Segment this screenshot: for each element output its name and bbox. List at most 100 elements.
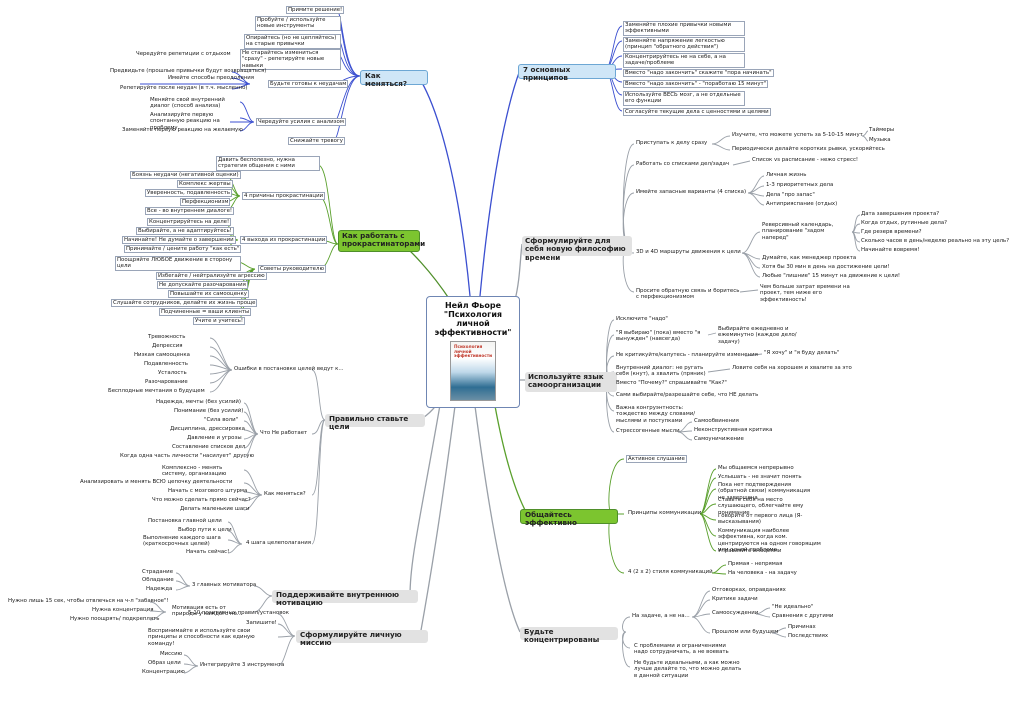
node-e3[interactable]: Низкая самооценка — [134, 352, 190, 358]
node-three-motivators[interactable]: 3 главных мотиватора — [192, 582, 257, 588]
node-m3[interactable]: Надежда — [146, 586, 173, 592]
node-no-rush[interactable]: Не старайтесь измениться "сразу" - репет… — [240, 49, 341, 70]
node-ready-fail[interactable]: Будьте готовы к неудачам — [268, 80, 349, 89]
node-analysis[interactable]: Чередуйте усилия с анализом — [256, 118, 346, 127]
node-reduce-anxiety[interactable]: Снижайте тревогу — [288, 137, 346, 146]
node-start-now[interactable]: Приступать к делу сразу — [636, 140, 708, 146]
node-k3b[interactable]: Сравнения с другими — [772, 613, 834, 619]
node-half-hour[interactable]: Хотя бы 30 мин в день на достижение цели… — [762, 264, 890, 270]
node-q3[interactable]: Нужно поощрять/ подкреплять — [70, 616, 160, 622]
node-styles[interactable]: 4 (2 x 2) стиля коммуникаций — [628, 569, 713, 575]
node-more-time[interactable]: Чем больше затрат времени на проект, тем… — [760, 284, 850, 303]
node-fear-fail[interactable]: Боязнь неудачи (негативной оценки) — [130, 171, 241, 180]
node-catch-good[interactable]: Ловите себя на хорошем и хвалите за это — [732, 365, 852, 371]
node-q1[interactable]: Нужно лишь 15 сек, чтобы отвлечься на ч-… — [8, 598, 169, 604]
node-h1[interactable]: Комплексно - менять систему, организацию — [162, 465, 227, 478]
node-accept[interactable]: Принимайте / цените работу "как есть" — [124, 245, 242, 254]
node-perfect[interactable]: Перфекционизм — [180, 198, 231, 207]
node-match[interactable]: Слушайте сотрудников, делайте их жизнь п… — [111, 299, 258, 308]
node-reverse[interactable]: Реверсивный календарь, планирование "зад… — [762, 222, 834, 241]
node-self-allow[interactable]: Сами выбирайте/разрешайте себе, что НЕ д… — [616, 392, 759, 398]
node-breaks[interactable]: Периодически делайте коротких рывки, уск… — [732, 146, 885, 152]
branch-how-to-change[interactable]: Как меняться? — [360, 70, 428, 88]
node-k4[interactable]: Прошлом или будущем — [712, 629, 779, 635]
node-manager[interactable]: Думайте, как менеджер проекта — [762, 255, 857, 261]
node-n4[interactable]: Дисциплина, дрессировка — [170, 426, 245, 432]
node-r4[interactable]: Сколько часов в день/неделю реально на э… — [861, 238, 1010, 244]
node-e1[interactable]: Тревожность — [148, 334, 186, 340]
node-n1[interactable]: Надежда, мечты (без усилий) — [156, 399, 241, 405]
node-congruent[interactable]: Важна конгруэнтность: тождество между сл… — [616, 405, 696, 424]
node-no-disappoint[interactable]: Не допускайте разочарования — [157, 281, 248, 290]
node-k4a[interactable]: Причинах — [788, 624, 816, 630]
node-h3[interactable]: Начать с мозгового штурма — [168, 488, 248, 494]
node-s1[interactable]: Постановка главной цели — [148, 518, 222, 524]
node-integrate[interactable]: Интегрируйте 3 инструмента — [200, 662, 285, 668]
node-problems[interactable]: С проблемами и ограничениями надо сотруд… — [634, 643, 729, 656]
node-rehearse-rest[interactable]: Чередуйте репетиции с отдыхом — [136, 51, 231, 57]
node-uncertain[interactable]: Уверенность, подавленность — [145, 189, 232, 198]
node-exits[interactable]: 4 выхода из прокрастинации — [240, 236, 328, 245]
node-no-criticize[interactable]: Не критикуйте/капутесь - планируйте изме… — [616, 352, 758, 358]
branch-goals[interactable]: Правильно ставьте цели — [325, 414, 425, 431]
node-b2[interactable]: 1-3 приоритетных дела — [766, 182, 834, 188]
node-e7[interactable]: Бесплодные мечтания о будущем — [108, 388, 205, 394]
node-s-critic[interactable]: Неконструктивная критика — [694, 427, 773, 433]
node-p7[interactable]: Согласуйте текущие дела с ценностями и ц… — [623, 108, 771, 117]
node-p6[interactable]: Используйте ВЕСЬ мозг, а не отдельные ег… — [623, 91, 745, 106]
node-vs[interactable]: Список vs расписание - нежо стресс! — [752, 157, 859, 163]
node-b3[interactable]: Дела "про запас" — [766, 192, 815, 198]
node-reasons[interactable]: 4 причины прокрастинации — [242, 192, 326, 201]
node-choose[interactable]: Выбирайте, а не адаптируйтесь! — [136, 227, 234, 236]
node-how-change[interactable]: Как меняться? — [264, 491, 306, 497]
node-subordinates[interactable]: Подчиненные = ваши клиенты — [159, 308, 252, 317]
node-k1[interactable]: Отговорках, оправданиях — [712, 587, 786, 593]
node-steps[interactable]: 4 шага целеполагания — [246, 540, 311, 546]
node-t3[interactable]: Концентрацию — [142, 669, 185, 675]
node-k3a[interactable]: "Не идеально" — [772, 604, 814, 610]
node-h5[interactable]: Делать маленькие шаги — [180, 506, 250, 512]
node-k3[interactable]: Самоосуждении — [712, 610, 759, 616]
node-s-humil[interactable]: Самоуничижение — [694, 436, 744, 442]
node-person-task[interactable]: На человека - на задачу — [728, 570, 797, 576]
node-choose-daily[interactable]: Выбирайте ежедневно и ежеминутно (каждое… — [718, 326, 797, 345]
node-not-work[interactable]: Что Не работает — [260, 430, 308, 436]
node-routes[interactable]: 3D и 4D маршруты движения к цели — [636, 249, 741, 255]
node-decide[interactable]: Примите решение! — [286, 6, 345, 15]
node-p5[interactable]: Вместо "надо закончить" - "поработаю 15 … — [623, 80, 769, 89]
node-c5[interactable]: Говорите от первого лица (Я-высказывания… — [718, 513, 803, 526]
node-c7[interactable]: Управляйте эмоциями — [718, 548, 782, 554]
node-h2[interactable]: Анализировать и менять ВСЮ цепочку деяте… — [80, 479, 233, 485]
node-start[interactable]: Начинайте! Не думайте о завершении — [122, 236, 236, 245]
node-inner-dialog[interactable]: Внутренний диалог: не ругать себя (кнут)… — [616, 365, 706, 378]
node-e6[interactable]: Разочарование — [145, 379, 188, 385]
node-e4[interactable]: Подавленность — [144, 361, 188, 367]
node-ways[interactable]: Имейте способы преодоления — [168, 75, 255, 81]
node-p4[interactable]: Вместо "надо закончить" скажите "пора на… — [623, 69, 774, 78]
node-want[interactable]: "Я хочу" и "я буду делать" — [764, 350, 840, 356]
node-q2[interactable]: Нужна концентрация — [92, 607, 154, 613]
branch-concentrate[interactable]: Будьте концентрированы — [520, 627, 618, 644]
node-tips[interactable]: Советы руководителю — [258, 265, 326, 274]
node-t1[interactable]: Миссию — [160, 651, 183, 657]
node-c2[interactable]: Услышать - не значит понять — [718, 474, 802, 480]
central-topic[interactable]: Нейл Фьоре "Психология личной эффективно… — [426, 296, 520, 408]
node-s-blame[interactable]: Самообвинения — [694, 418, 739, 424]
node-try-tools[interactable]: Пробуйте / используйте новые инструменты — [255, 16, 341, 31]
node-n6[interactable]: Составление списков дел — [172, 444, 246, 450]
node-active-listen[interactable]: Активное слушание — [626, 455, 687, 464]
node-errors[interactable]: Ошибки в постановке целей ведут к... — [234, 366, 344, 372]
node-stress[interactable]: Стрессогенные мысли — [616, 428, 680, 434]
node-timers[interactable]: Таймеры — [869, 127, 895, 133]
node-analyze-first[interactable]: Анализируйте первую спонтанную реакцию н… — [150, 112, 220, 131]
node-lists[interactable]: Работать со списками дел/задач — [636, 161, 730, 167]
node-c3[interactable]: Пока нет подтверждения (обратной связи) … — [718, 482, 811, 501]
node-avoid[interactable]: Избегайте / нейтрализуйте агрессию — [156, 272, 267, 281]
node-direct[interactable]: Прямая - непрямая — [728, 561, 783, 567]
node-natural[interactable]: Мотивация есть от природы у каждого но..… — [172, 605, 243, 618]
node-focus[interactable]: Концентрируйтесь на деле! — [147, 218, 232, 227]
node-n7[interactable]: Когда одна часть личности "насилует" дру… — [120, 453, 254, 459]
node-n5[interactable]: Давление и угрозы — [187, 435, 242, 441]
node-e2[interactable]: Депрессия — [152, 343, 183, 349]
node-p2[interactable]: Заменяйте напряжение легкостью (принцип … — [623, 37, 745, 52]
